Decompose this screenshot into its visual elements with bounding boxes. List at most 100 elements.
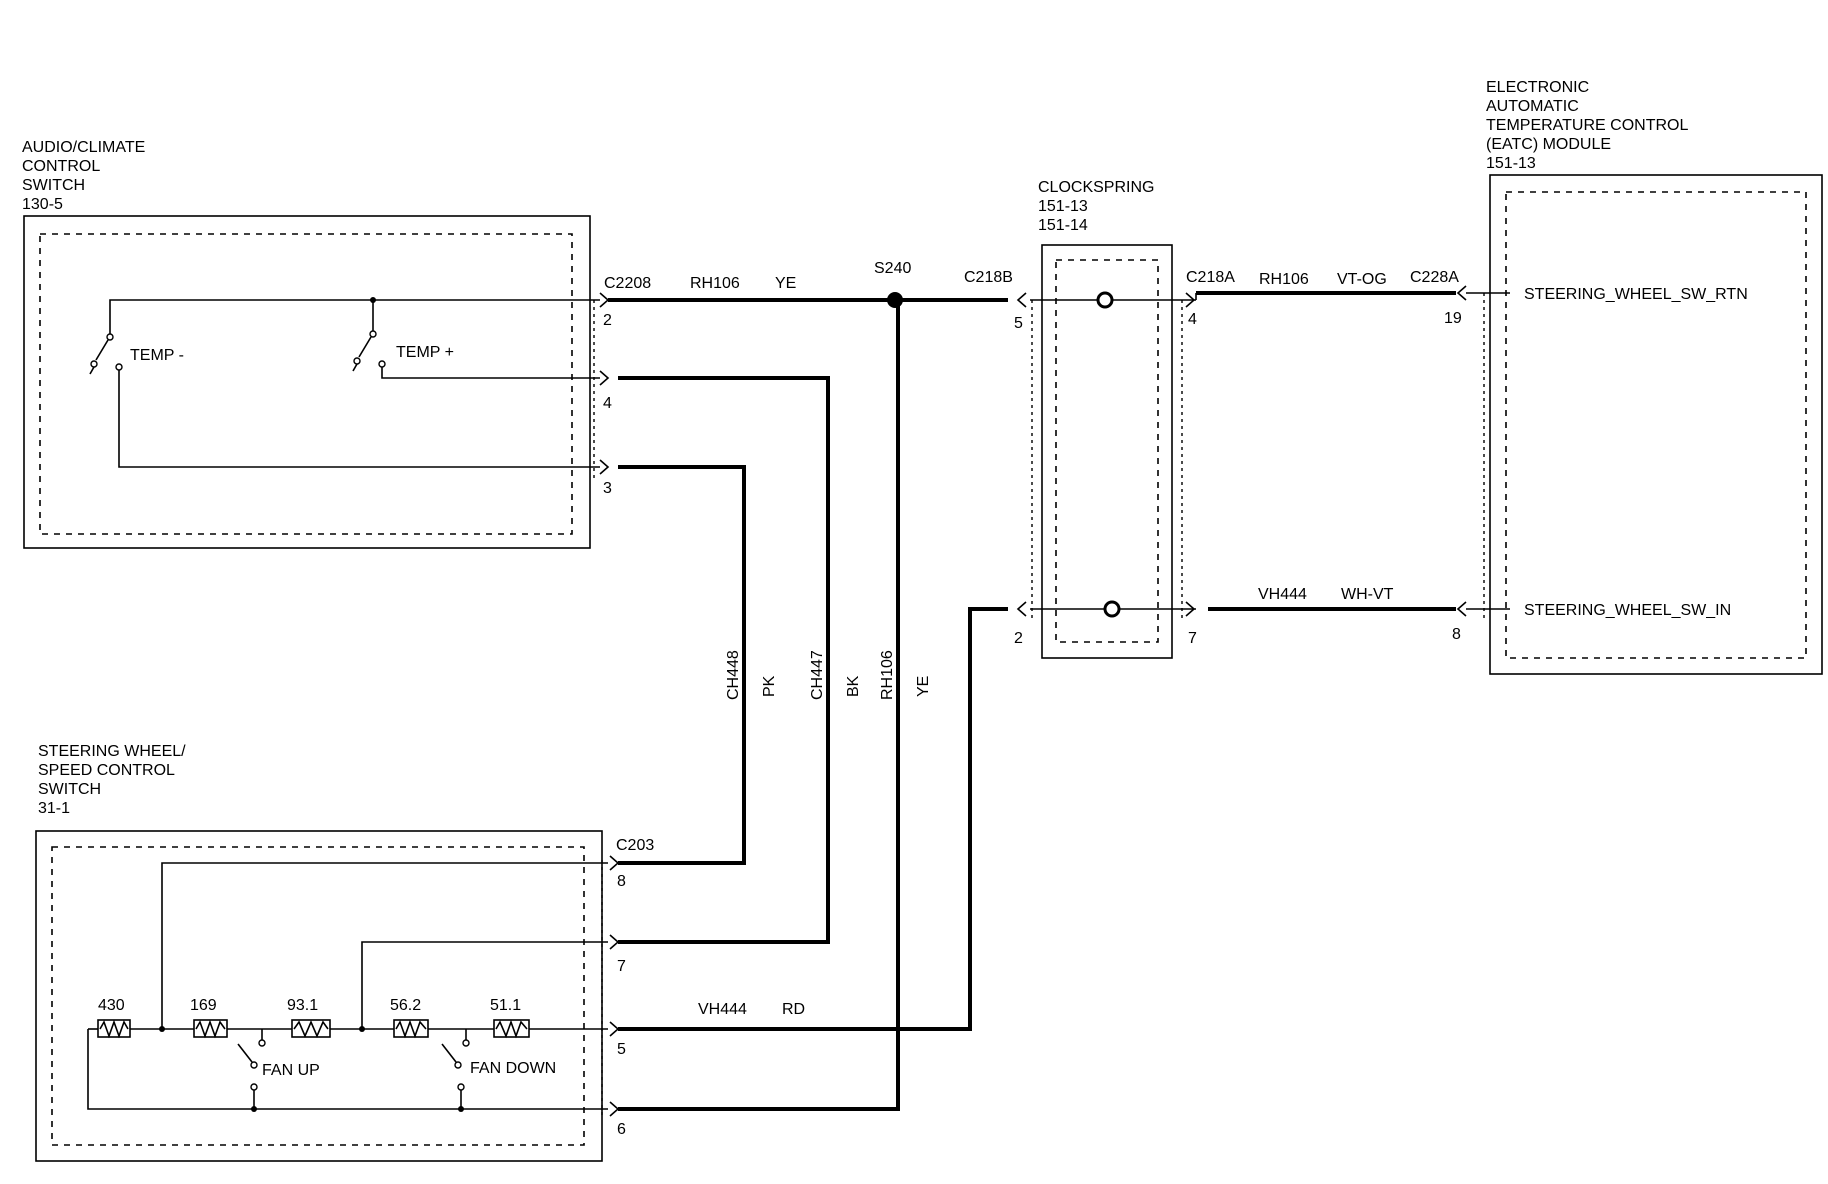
rh106-top-color: YE bbox=[775, 275, 796, 292]
rh106-right-color: VT-OG bbox=[1337, 271, 1387, 288]
eatc-number: 151-13 bbox=[1486, 155, 1536, 172]
clockspring: CLOCKSPRING 151-13 151-14 C218B 5 2 C218… bbox=[964, 179, 1235, 659]
c203-pin-8: 8 bbox=[617, 873, 626, 890]
resistor-93-1-label: 93.1 bbox=[287, 997, 318, 1014]
eatc-title-4: (EATC) MODULE bbox=[1486, 136, 1611, 153]
clockspring-number-1: 151-13 bbox=[1038, 198, 1088, 215]
c228a-pin-19: 19 bbox=[1444, 310, 1462, 327]
c2208-pin-4: 4 bbox=[603, 395, 612, 412]
c2208-pin-3: 3 bbox=[603, 480, 612, 497]
pin8-tap-line bbox=[161, 862, 608, 1029]
harness-wires: RH106 YE S240 RH106 YE CH447 BK CH448 PK… bbox=[608, 260, 1008, 1111]
temp-plus-output-line bbox=[381, 367, 600, 379]
resistor-169-label: 169 bbox=[190, 997, 217, 1014]
temp-minus-output-line bbox=[118, 370, 600, 468]
clockspring-contact-bottom bbox=[1103, 600, 1121, 618]
wire-ch448-pk bbox=[618, 465, 746, 865]
ch448-circuit: CH448 bbox=[725, 650, 742, 700]
resistor-430 bbox=[97, 1019, 131, 1039]
audio-switch-title-1: AUDIO/CLIMATE bbox=[22, 139, 145, 156]
splice-label: S240 bbox=[874, 260, 911, 277]
c203-pin-6: 6 bbox=[617, 1121, 626, 1138]
vh444-right-color: WH-VT bbox=[1341, 586, 1394, 603]
resistor-56-2 bbox=[393, 1019, 429, 1039]
rh106-right-circuit: RH106 bbox=[1259, 271, 1309, 288]
temp-minus-blade bbox=[95, 339, 109, 361]
temp-plus-blade bbox=[358, 336, 372, 358]
rh106-vert-color: YE bbox=[915, 676, 932, 697]
clockspring-contact-top bbox=[1096, 291, 1114, 309]
audio-switch-outline bbox=[23, 215, 591, 549]
steering-wheel-switch: STEERING WHEEL/ SPEED CONTROL SWITCH 31-… bbox=[35, 743, 608, 1162]
c2208-pin-2: 2 bbox=[603, 312, 612, 329]
resistor-51-1-label: 51.1 bbox=[490, 997, 521, 1014]
c218a-pin-4: 4 bbox=[1188, 311, 1197, 328]
resistor-169 bbox=[193, 1019, 228, 1039]
c218a-pin-7: 7 bbox=[1188, 630, 1197, 647]
steering-switch-number: 31-1 bbox=[38, 800, 70, 817]
audio-climate-switch: AUDIO/CLIMATE CONTROL SWITCH 130-5 TEMP … bbox=[22, 139, 600, 549]
resistor-93-1 bbox=[291, 1019, 331, 1039]
eatc-title-1: ELECTRONIC bbox=[1486, 79, 1589, 96]
clockspring-number-2: 151-14 bbox=[1038, 217, 1088, 234]
steering-switch-inner bbox=[51, 846, 585, 1146]
wire-rh106-ye-vertical bbox=[618, 300, 900, 1111]
common-junction-dot bbox=[370, 297, 376, 303]
resistor-56-2-label: 56.2 bbox=[390, 997, 421, 1014]
right-harness-wires: RH106 VT-OG VH444 WH-VT bbox=[1195, 271, 1456, 611]
c228a-pin-8: 8 bbox=[1452, 626, 1461, 643]
eatc-outline bbox=[1489, 174, 1823, 675]
rh106-vert-circuit: RH106 bbox=[879, 650, 896, 700]
ch447-color: BK bbox=[845, 675, 862, 697]
clockspring-inner bbox=[1055, 259, 1159, 643]
clockspring-outline bbox=[1041, 244, 1173, 659]
temp-plus-label: TEMP + bbox=[396, 344, 454, 361]
resistor-51-1 bbox=[493, 1019, 530, 1039]
fan-up-label: FAN UP bbox=[262, 1062, 320, 1079]
connector-c203: C203 8 7 5 6 bbox=[609, 837, 654, 1138]
audio-switch-title-2: CONTROL bbox=[22, 158, 100, 175]
vh444-bottom-color: RD bbox=[782, 1001, 805, 1018]
c218b-label: C218B bbox=[964, 269, 1013, 286]
rh106-top-circuit: RH106 bbox=[690, 275, 740, 292]
eatc-title-3: TEMPERATURE CONTROL bbox=[1486, 117, 1688, 134]
temp-minus-label: TEMP - bbox=[130, 347, 184, 364]
connector-c2208: C2208 2 4 3 bbox=[599, 275, 651, 497]
c203-pin-5: 5 bbox=[617, 1041, 626, 1058]
wire-vh444-rd bbox=[618, 607, 1008, 1031]
eatc-signal-rtn: STEERING_WHEEL_SW_RTN bbox=[1524, 286, 1748, 303]
audio-switch-inner bbox=[39, 233, 573, 535]
ch448-color: PK bbox=[761, 675, 778, 697]
steering-switch-title-3: SWITCH bbox=[38, 781, 101, 798]
ch447-circuit: CH447 bbox=[809, 650, 826, 700]
vh444-right-circuit: VH444 bbox=[1258, 586, 1307, 603]
splice-s240 bbox=[887, 292, 903, 308]
fan-down-label: FAN DOWN bbox=[470, 1060, 556, 1077]
eatc-signal-in: STEERING_WHEEL_SW_IN bbox=[1524, 602, 1731, 619]
c218b-pin-5: 5 bbox=[1014, 315, 1023, 332]
ladder-return-line bbox=[87, 1029, 608, 1110]
steering-switch-outline bbox=[35, 830, 603, 1162]
resistor-430-label: 430 bbox=[98, 997, 125, 1014]
c203-label: C203 bbox=[616, 837, 654, 854]
wire-ch447-bk bbox=[618, 376, 830, 944]
steering-switch-title-1: STEERING WHEEL/ bbox=[38, 743, 186, 760]
pin7-tap-line bbox=[361, 941, 608, 1029]
eatc-title-2: AUTOMATIC bbox=[1486, 98, 1579, 115]
steering-switch-title-2: SPEED CONTROL bbox=[38, 762, 175, 779]
c2208-label: C2208 bbox=[604, 275, 651, 292]
fan-up-blade bbox=[237, 1043, 253, 1063]
audio-switch-title-3: SWITCH bbox=[22, 177, 85, 194]
fan-down-blade bbox=[441, 1043, 457, 1063]
c228a-label: C228A bbox=[1410, 269, 1459, 286]
audio-switch-number: 130-5 bbox=[22, 196, 63, 213]
clockspring-title: CLOCKSPRING bbox=[1038, 179, 1154, 196]
audio-switch-common-line bbox=[109, 299, 600, 335]
eatc-inner bbox=[1505, 191, 1807, 659]
c218b-pin-2: 2 bbox=[1014, 630, 1023, 647]
eatc-module: ELECTRONIC AUTOMATIC TEMPERATURE CONTROL… bbox=[1410, 79, 1823, 675]
c218a-label: C218A bbox=[1186, 269, 1235, 286]
vh444-bottom-circuit: VH444 bbox=[698, 1001, 747, 1018]
c203-pin-7: 7 bbox=[617, 958, 626, 975]
